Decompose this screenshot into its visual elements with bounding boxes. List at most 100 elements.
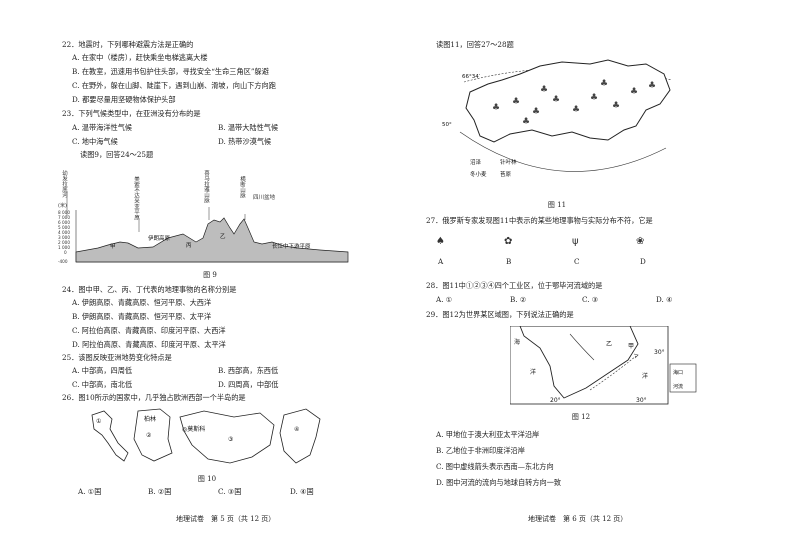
footer-page-5: 地理试卷 第 5 页（共 12 页） (176, 515, 276, 523)
q28-option-a[interactable]: A. ① (436, 295, 453, 304)
svg-text:♣: ♣ (540, 85, 548, 95)
q22-option-c[interactable]: C. 在野外，躲在山脚、陡崖下，遇到山崩、滑坡，向山下方向跑 (72, 81, 276, 90)
svg-text:♣: ♣ (492, 103, 500, 113)
svg-text:7 000: 7 000 (58, 215, 70, 220)
svg-text:♣: ♣ (532, 107, 540, 117)
q28-option-b[interactable]: B. ② (510, 295, 527, 304)
svg-text:①: ① (96, 418, 101, 425)
country-italy (91, 410, 129, 462)
q27-option-b[interactable]: B (506, 257, 512, 266)
svg-text:2 000: 2 000 (58, 240, 70, 245)
q29-option-b[interactable]: B. 乙地位于非洲印度洋沿岸 (436, 446, 525, 455)
label-hengduan: 横断山脉 (239, 175, 246, 199)
svg-text:②: ② (146, 432, 152, 439)
svg-text:♣: ♣ (648, 81, 656, 91)
lat-50-line (459, 131, 667, 172)
q27-option-a[interactable]: A (438, 257, 444, 266)
q28-option-d[interactable]: D. ④ (656, 295, 673, 304)
q29-option-d[interactable]: D. 图中河流的流向与地球自转方向一致 (436, 478, 562, 487)
q27-option-c[interactable]: C (574, 257, 580, 266)
q24-option-d[interactable]: D. 阿拉伯高原、青藏高原、印度河平原、太平洋 (72, 340, 226, 349)
svg-text:海: 海 (514, 338, 520, 346)
read-fig9: 读图9，回答24～25题 (80, 150, 154, 159)
q26-option-b[interactable]: B. ②国 (148, 487, 172, 496)
terrain-profile (75, 217, 349, 263)
svg-text:♣: ♣ (552, 95, 560, 105)
country-russia (179, 410, 275, 464)
svg-text:针叶林: 针叶林 (500, 158, 517, 166)
q22-stem: 22．地震时，下列哪种避震方法是正确的 (62, 40, 194, 49)
svg-text:4 000: 4 000 (58, 230, 70, 235)
svg-text:6 000: 6 000 (58, 220, 70, 225)
country-france (279, 408, 321, 464)
q24-option-c[interactable]: C. 阿拉伯高原、青藏高原、印度河平原、大西洋 (72, 326, 226, 335)
q24-option-a[interactable]: A. 伊朗高原、青藏高原、恒河平原、大西洋 (72, 298, 212, 307)
svg-text:♣: ♣ (522, 117, 530, 127)
q25-option-c[interactable]: C. 中部高，南北低 (72, 380, 133, 389)
q23-stem: 23．下列气候类型中，在亚洲没有分布的是 (62, 109, 201, 118)
q26-option-c[interactable]: C. ③国 (218, 487, 242, 496)
figure-11-map: ♣♣♣ ♣♣♣ ♣♣♣ ♣♣♣ 66°34′ 50° 沼泽 针叶林 冬小麦 苔原 (442, 59, 673, 178)
svg-text:洋: 洋 (530, 368, 536, 376)
q22-option-a[interactable]: A. 在家中（楼房），赶快乘坐电梯逃离大楼 (72, 53, 208, 62)
figure-9-profile: 幼发拉底河 美索不达米亚平原 喜马拉雅山脉 横断山脉 四川盆地 (米) 8 00… (58, 169, 349, 264)
forest-symbols: ♣♣♣ ♣♣♣ ♣♣♣ ♣♣♣ (492, 79, 656, 127)
figure-9-caption: 图 9 (203, 271, 217, 279)
svg-text:甲: 甲 (110, 243, 116, 250)
svg-text:洋: 洋 (642, 372, 648, 380)
label-sichuan-basin: 四川盆地 (253, 193, 276, 201)
svg-text:长江中下游平原: 长江中下游平原 (272, 242, 311, 250)
svg-text:♣: ♣ (572, 105, 580, 115)
q29-option-c[interactable]: C. 图中虚线箭头表示西南—东北方向 (436, 462, 554, 471)
svg-text:66°34′: 66°34′ (462, 74, 481, 80)
svg-text:柏林: 柏林 (144, 415, 156, 423)
river (569, 333, 595, 361)
country-germany (133, 408, 173, 462)
q25-option-d[interactable]: D. 四周高，中部低 (218, 380, 279, 389)
q27-option-d[interactable]: D (640, 257, 646, 266)
svg-text:冬小麦: 冬小麦 (470, 170, 487, 178)
svg-text:5 000: 5 000 (58, 225, 70, 230)
q23-option-d[interactable]: D. 热带沙漠气候 (218, 137, 272, 146)
q23-option-b[interactable]: B. 温带大陆性气候 (218, 123, 279, 132)
q22-option-b[interactable]: B. 在教室，迅速用书包护住头部，寻找安全“生命三角区”躲避 (72, 67, 269, 76)
tree-icon: ♠ (436, 236, 445, 247)
label-euphrates: 幼发拉底河 (61, 169, 68, 198)
page-5: 22．地震时，下列哪种避震方法是正确的 A. 在家中（楼房），赶快乘坐电梯逃离大… (58, 40, 349, 523)
y-ticks: 8 000 7 000 6 000 5 000 4 000 3 000 2 00… (58, 210, 70, 264)
footer-page-6: 地理试卷 第 6 页（共 12 页） (528, 515, 628, 523)
q23-option-c[interactable]: C. 地中海气候 (72, 137, 118, 146)
label-himalaya: 喜马拉雅山脉 (203, 169, 210, 204)
figure-10-map: ① 柏林 ② ◎莫斯科 ③ ④ (91, 408, 321, 464)
svg-text:乙: 乙 (606, 341, 612, 348)
svg-text:1 000: 1 000 (58, 245, 70, 250)
label-mesopotamia: 美索不达米亚平原 (133, 175, 140, 221)
tundra-icon: ❀ (636, 236, 644, 247)
svg-text:20°: 20° (550, 397, 561, 404)
q26-option-d[interactable]: D. ④国 (290, 487, 314, 496)
q24-option-b[interactable]: B. 伊朗高原、青藏高原、恒河平原、太平洋 (72, 312, 212, 321)
dashed-arrow (589, 355, 637, 391)
q25-stem: 25．该图反映亚洲地势变化特点是 (62, 353, 172, 362)
q23-option-a[interactable]: A. 温带海洋性气候 (72, 123, 133, 132)
q28-option-c[interactable]: C. ③ (582, 295, 599, 304)
marsh-icon: ψ (572, 236, 579, 247)
q29-option-a[interactable]: A. 甲地位于澳大利亚太平洋沿岸 (436, 430, 540, 439)
svg-text:乙: 乙 (220, 233, 226, 240)
russia-outline (465, 59, 671, 143)
q22-option-d[interactable]: D. 都要尽量用坚硬物体保护头部 (72, 95, 176, 104)
svg-text:♣: ♣ (612, 101, 620, 111)
svg-text:♣: ♣ (590, 93, 598, 103)
q25-option-a[interactable]: A. 中部高，四周低 (72, 366, 133, 375)
q27-symbols: ♠ ✿ ψ ❀ (436, 236, 644, 247)
svg-text:50°: 50° (442, 122, 452, 128)
q24-stem: 24．图中甲、乙、丙、丁代表的地理事物的名称分别是 (62, 285, 237, 294)
q26-option-a[interactable]: A. ①国 (78, 487, 102, 496)
svg-text:♣: ♣ (630, 87, 638, 97)
figure-11-caption: 图 11 (547, 201, 567, 209)
q25-option-b[interactable]: B. 西部高，东西低 (218, 366, 279, 375)
figure-10-caption: 图 10 (197, 475, 217, 483)
unit-label: (米) (58, 202, 67, 209)
q27-stem: 27．俄罗斯专家发现图11中表示的某些地理事物与实际分布不符，它是 (426, 216, 653, 225)
svg-text:沼泽: 沼泽 (470, 158, 482, 166)
